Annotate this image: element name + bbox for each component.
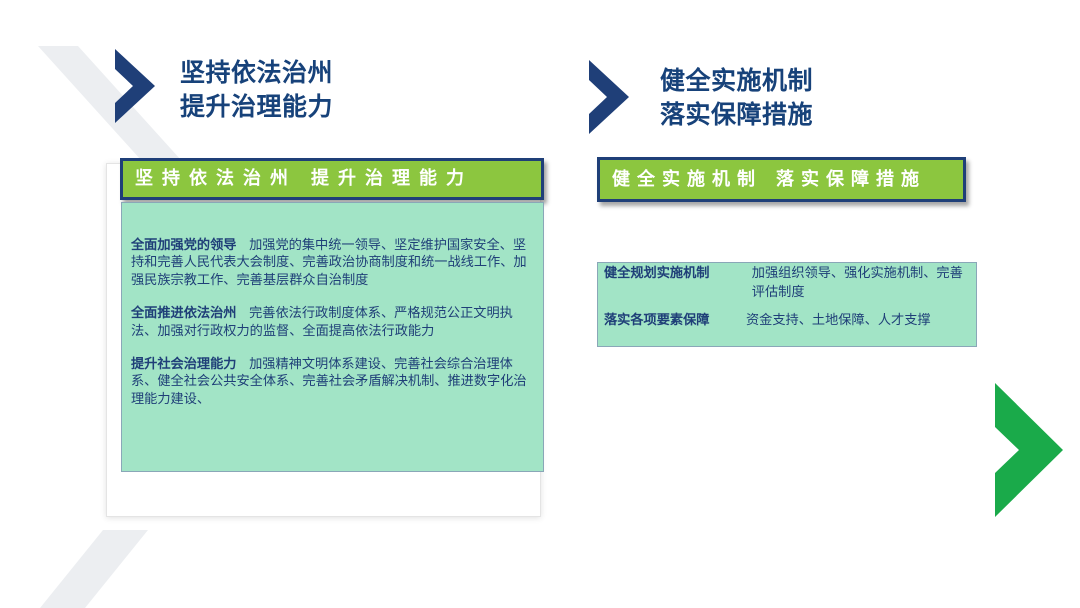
list-item: 落实各项要素保障 资金支持、土地保障、人才支撑 bbox=[604, 312, 970, 331]
list-item: 全面加强党的领导 加强党的集中统一领导、坚定维护国家安全、坚持和完善人民代表大会… bbox=[131, 237, 533, 289]
chevron-right-icon bbox=[589, 60, 629, 134]
right-heading-line1: 健全实施机制 bbox=[660, 66, 814, 95]
left-banner-part1: 坚持依法治州 bbox=[135, 168, 297, 189]
list-item: 健全规划实施机制 加强组织领导、强化实施机制、完善评估制度 bbox=[604, 265, 970, 302]
right-heading-line2: 落实保障措施 bbox=[660, 100, 814, 129]
stripe-bottom bbox=[40, 530, 148, 608]
right-content-panel: 健全规划实施机制 加强组织领导、强化实施机制、完善评估制度 落实各项要素保障 资… bbox=[597, 262, 977, 347]
right-banner: 健全实施机制落实保障措施 bbox=[597, 157, 966, 202]
stripe-top bbox=[38, 46, 190, 170]
list-item: 全面推进依法治州 完善依法行政制度体系、严格规范公正文明执法、加强对行政权力的监… bbox=[131, 305, 533, 340]
right-heading: 健全实施机制 落实保障措施 bbox=[660, 64, 813, 132]
item-title: 提升社会治理能力 bbox=[131, 357, 237, 373]
left-banner-part2: 提升治理能力 bbox=[311, 168, 473, 189]
item-text: 加强精神文明体系建设、完善社会综合治理体系、健全社会公共安全体系、完善社会矛盾解… bbox=[131, 357, 527, 407]
item-text: 加强党的集中统一领导、坚定维护国家安全、坚持和完善人民代表大会制度、完善政治协商… bbox=[131, 238, 527, 288]
left-banner: 坚持依法治州提升治理能力 bbox=[120, 158, 544, 200]
item-text: 完善依法行政制度体系、严格规范公正文明执法、加强对行政权力的监督、全面提高依法行… bbox=[131, 306, 513, 339]
row-text: 加强组织领导、强化实施机制、完善评估制度 bbox=[751, 266, 963, 300]
chevron-right-icon bbox=[995, 383, 1063, 517]
item-title: 全面推进依法治州 bbox=[131, 306, 237, 322]
chevron-right-icon bbox=[115, 49, 155, 123]
left-heading-line2: 提升治理能力 bbox=[180, 92, 334, 121]
row-title: 落实各项要素保障 bbox=[604, 313, 710, 328]
left-heading-line1: 坚持依法治州 bbox=[180, 58, 334, 87]
right-banner-part2: 落实保障措施 bbox=[776, 169, 926, 190]
row-text: 资金支持、土地保障、人才支撑 bbox=[746, 313, 931, 328]
left-heading: 坚持依法治州 提升治理能力 bbox=[180, 56, 333, 124]
row-title: 健全规划实施机制 bbox=[604, 266, 710, 281]
list-item: 提升社会治理能力 加强精神文明体系建设、完善社会综合治理体系、健全社会公共安全体… bbox=[131, 356, 533, 408]
item-title: 全面加强党的领导 bbox=[131, 238, 237, 253]
left-content-panel: 全面加强党的领导 加强党的集中统一领导、坚定维护国家安全、坚持和完善人民代表大会… bbox=[121, 202, 544, 472]
right-banner-part1: 健全实施机制 bbox=[612, 169, 762, 190]
